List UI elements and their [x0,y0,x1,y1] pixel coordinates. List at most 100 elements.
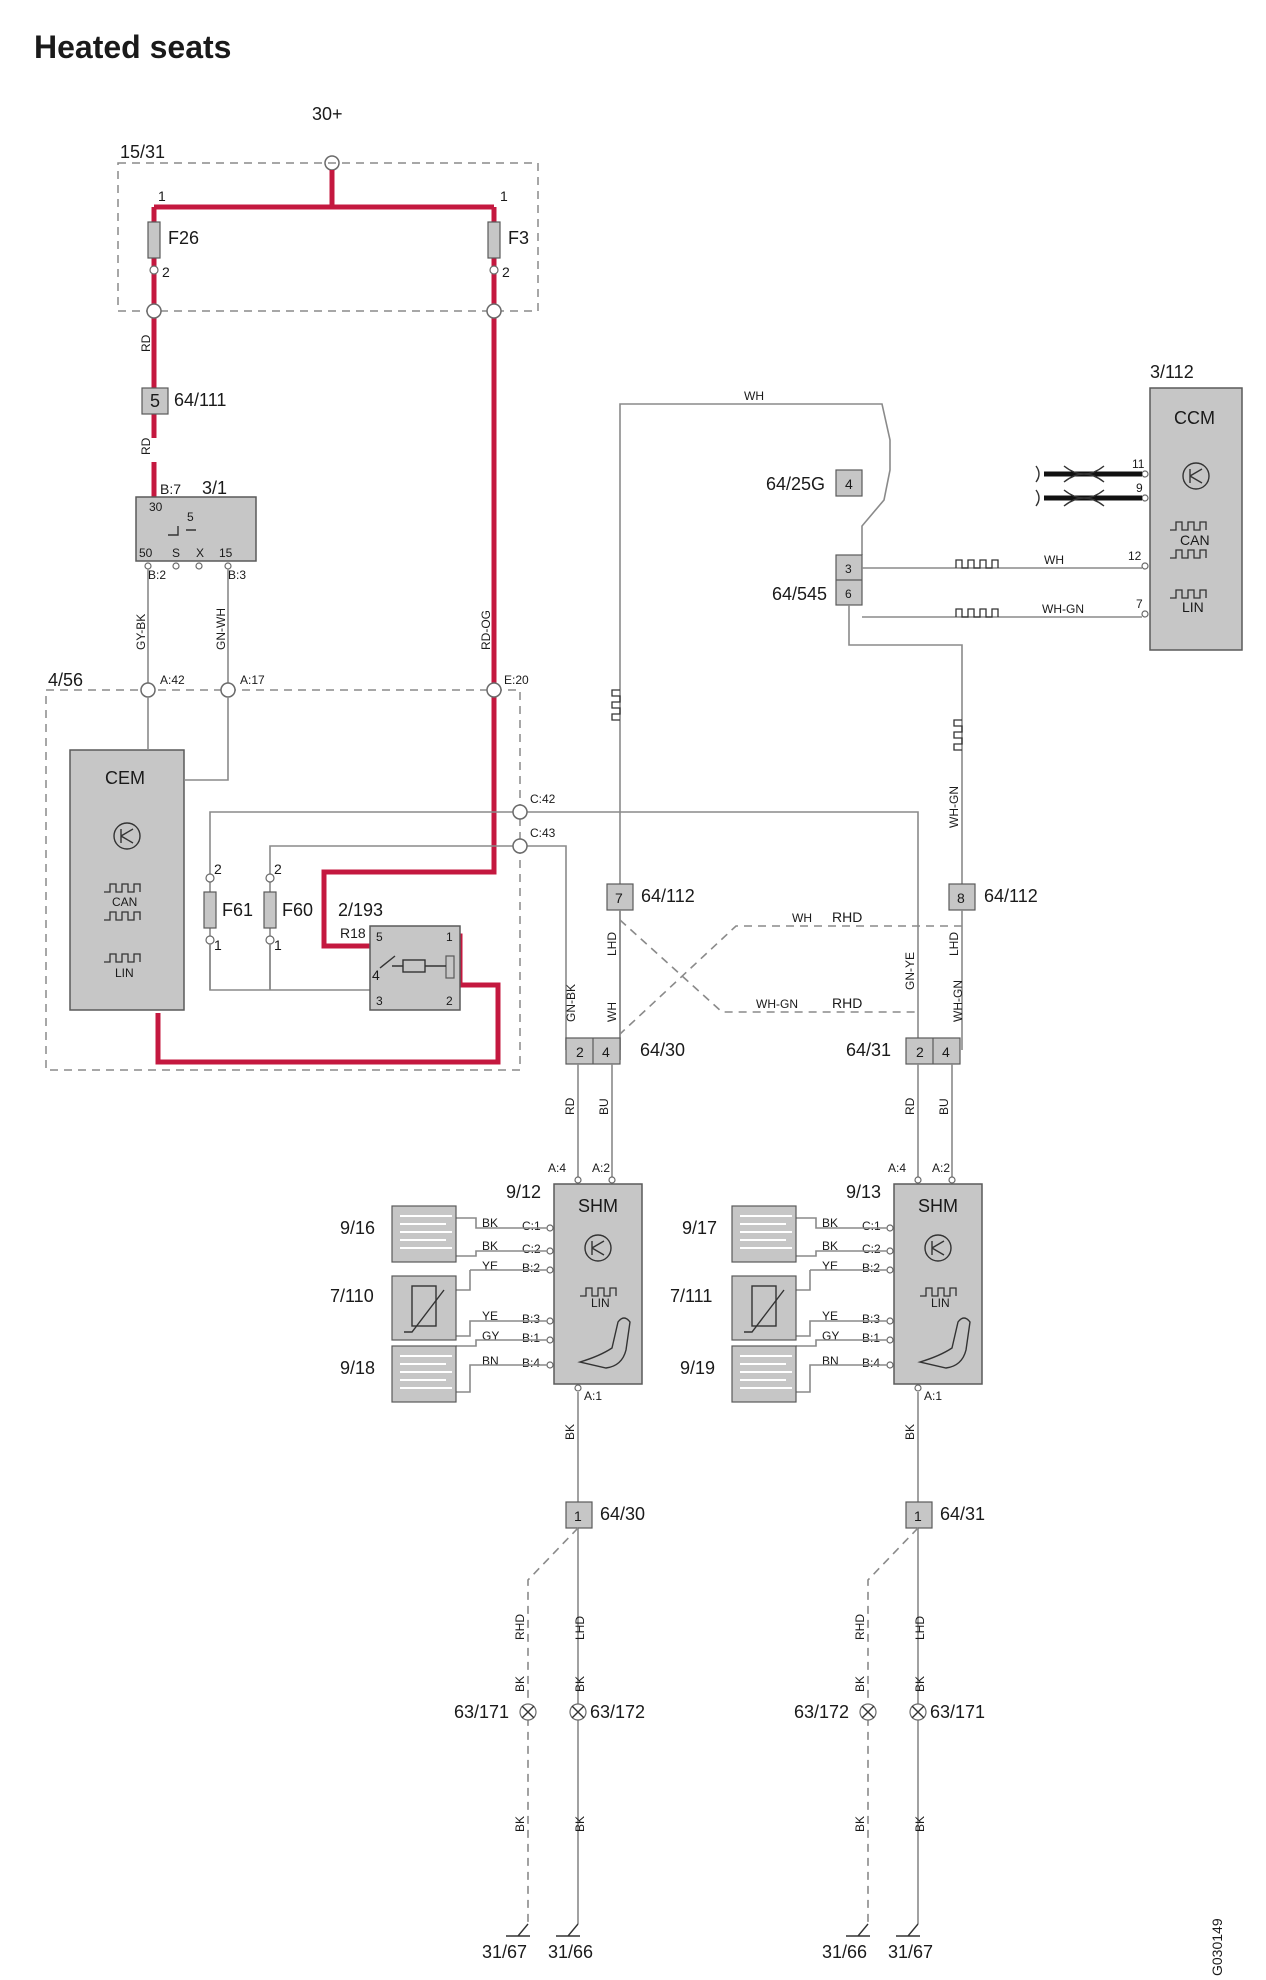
ground-left: BK 1 64/30 RHD LHD BK BK 63/171 63/172 B… [454,1392,645,1962]
fuse-box-15-31: 15/31 [117,142,539,312]
svg-text:WH-GN: WH-GN [947,786,961,828]
svg-text:WH: WH [792,911,812,925]
fuse-f61-label: F61 [222,900,253,920]
svg-text:B:3: B:3 [522,1312,540,1326]
shm-left: A:4 A:2 9/12 SHM LIN A:1 C:1 C:2 B:2 B:3… [330,1161,643,1403]
svg-text:50: 50 [139,546,153,560]
seat-icon [917,1317,971,1369]
svg-text:YE: YE [822,1309,838,1323]
svg-text:A:2: A:2 [932,1161,950,1175]
svg-text:31/66: 31/66 [548,1942,593,1962]
fuse-f60-label: F60 [282,900,313,920]
connector-64-112-left: 7 64/112 [606,883,695,911]
transistor-icon [113,822,141,850]
can-signal-icon [104,883,141,893]
can-signal-icon [1170,521,1207,531]
lin-bus: WH 4 64/25G 3 6 64/545 WH WH-GN WH-GN [611,389,1142,1060]
cem-box-id: 4/56 [48,670,83,690]
svg-text:63/171: 63/171 [930,1702,985,1722]
svg-text:6: 6 [845,587,852,601]
svg-text:BK: BK [482,1216,498,1230]
cem-label: CEM [105,768,145,788]
fuse-f26-body [147,221,161,259]
svg-text:BK: BK [822,1216,838,1230]
cem-module: 4/56 A:42 A:17 E:20 CEM CAN LIN [45,670,529,1071]
svg-text:2: 2 [274,861,282,877]
svg-text:1: 1 [214,937,222,953]
svg-text:5: 5 [150,391,160,411]
svg-text:63/171: 63/171 [454,1702,509,1722]
svg-text:BK: BK [853,1676,867,1692]
svg-text:A:4: A:4 [548,1161,566,1175]
can-bus-lines [1044,471,1142,501]
svg-text:C:2: C:2 [522,1242,541,1256]
connector-64-31: 2 4 64/31 [846,1037,961,1065]
svg-text:BU: BU [597,1098,611,1115]
svg-text:4: 4 [845,476,853,492]
svg-text:X: X [196,546,204,560]
svg-text:RHD: RHD [832,995,862,1011]
heater-element-bottom [731,1345,797,1403]
svg-text:BK: BK [573,1816,587,1832]
svg-text:BK: BK [913,1816,927,1832]
svg-text:CAN: CAN [112,895,137,909]
svg-text:7: 7 [615,890,623,906]
connector-64-25g [835,469,863,497]
svg-text:RHD: RHD [832,909,862,925]
svg-text:B:2: B:2 [522,1261,540,1275]
ground-connector [565,1501,593,1529]
svg-text:GY: GY [822,1329,839,1343]
svg-text:2: 2 [214,861,222,877]
supply-label: 30+ [312,104,343,124]
svg-text:RD: RD [903,1097,917,1115]
svg-text:WH-GN: WH-GN [951,980,965,1022]
svg-text:YE: YE [482,1259,498,1273]
fuse-box-frame [117,162,539,312]
svg-text:BK: BK [513,1676,527,1692]
connector-64-111: 5 64/111 [141,387,226,415]
heater-bottom-label: 9/19 [680,1358,715,1378]
connector-64-31-label: 64/31 [846,1040,891,1060]
lin-signal-icon [580,1287,617,1297]
heater-element-top [731,1205,797,1263]
wire-label-rd-2: RD [139,437,153,455]
connector-64-545-label: 64/545 [772,584,827,604]
figure-id: G030149 [1209,1918,1225,1976]
svg-text:64/112: 64/112 [641,886,695,906]
svg-text:4: 4 [372,967,380,983]
svg-text:BK: BK [573,1676,587,1692]
heater-element-top [391,1205,457,1263]
fuse-f60: 2 1 F60 [263,861,313,953]
svg-text:7: 7 [1136,597,1143,611]
svg-text:1: 1 [446,930,453,944]
shm-left-id: 9/12 [506,1182,541,1202]
relay-2-193: 2/193 R18 5 1 4 3 2 [338,900,461,1011]
ccm-id: 3/112 [1150,362,1194,382]
svg-text:GY: GY [482,1329,499,1343]
svg-text:B:1: B:1 [522,1331,540,1345]
svg-text:CAN: CAN [1180,532,1210,548]
svg-text:YE: YE [822,1259,838,1273]
svg-text:8: 8 [957,890,965,906]
svg-text:9: 9 [1136,481,1143,495]
svg-text:64/31: 64/31 [940,1504,985,1524]
svg-text:B:4: B:4 [522,1356,540,1370]
ground-right: BK 1 64/31 RHD LHD BK BK 63/172 63/171 B… [794,1392,985,1962]
svg-text:31/66: 31/66 [822,1942,867,1962]
svg-text:C:43: C:43 [530,826,556,840]
svg-text:5: 5 [376,930,383,944]
svg-text:3: 3 [845,562,852,576]
cem-body [69,749,185,1011]
svg-text:RHD: RHD [513,1614,527,1640]
fuse-box-id: 15/31 [120,142,165,162]
svg-text:LIN: LIN [591,1296,610,1310]
fuse-f61: 2 1 F61 [203,861,253,953]
wire-label-gy-bk: GY-BK [134,614,148,650]
fuse-f3-body [487,221,501,259]
svg-text:LHD: LHD [913,1616,927,1640]
lin-signal-icon [920,1287,957,1297]
fuse-f26: 1 2 F26 [146,188,199,319]
svg-text:LIN: LIN [931,1296,950,1310]
relay-body [369,925,461,1011]
